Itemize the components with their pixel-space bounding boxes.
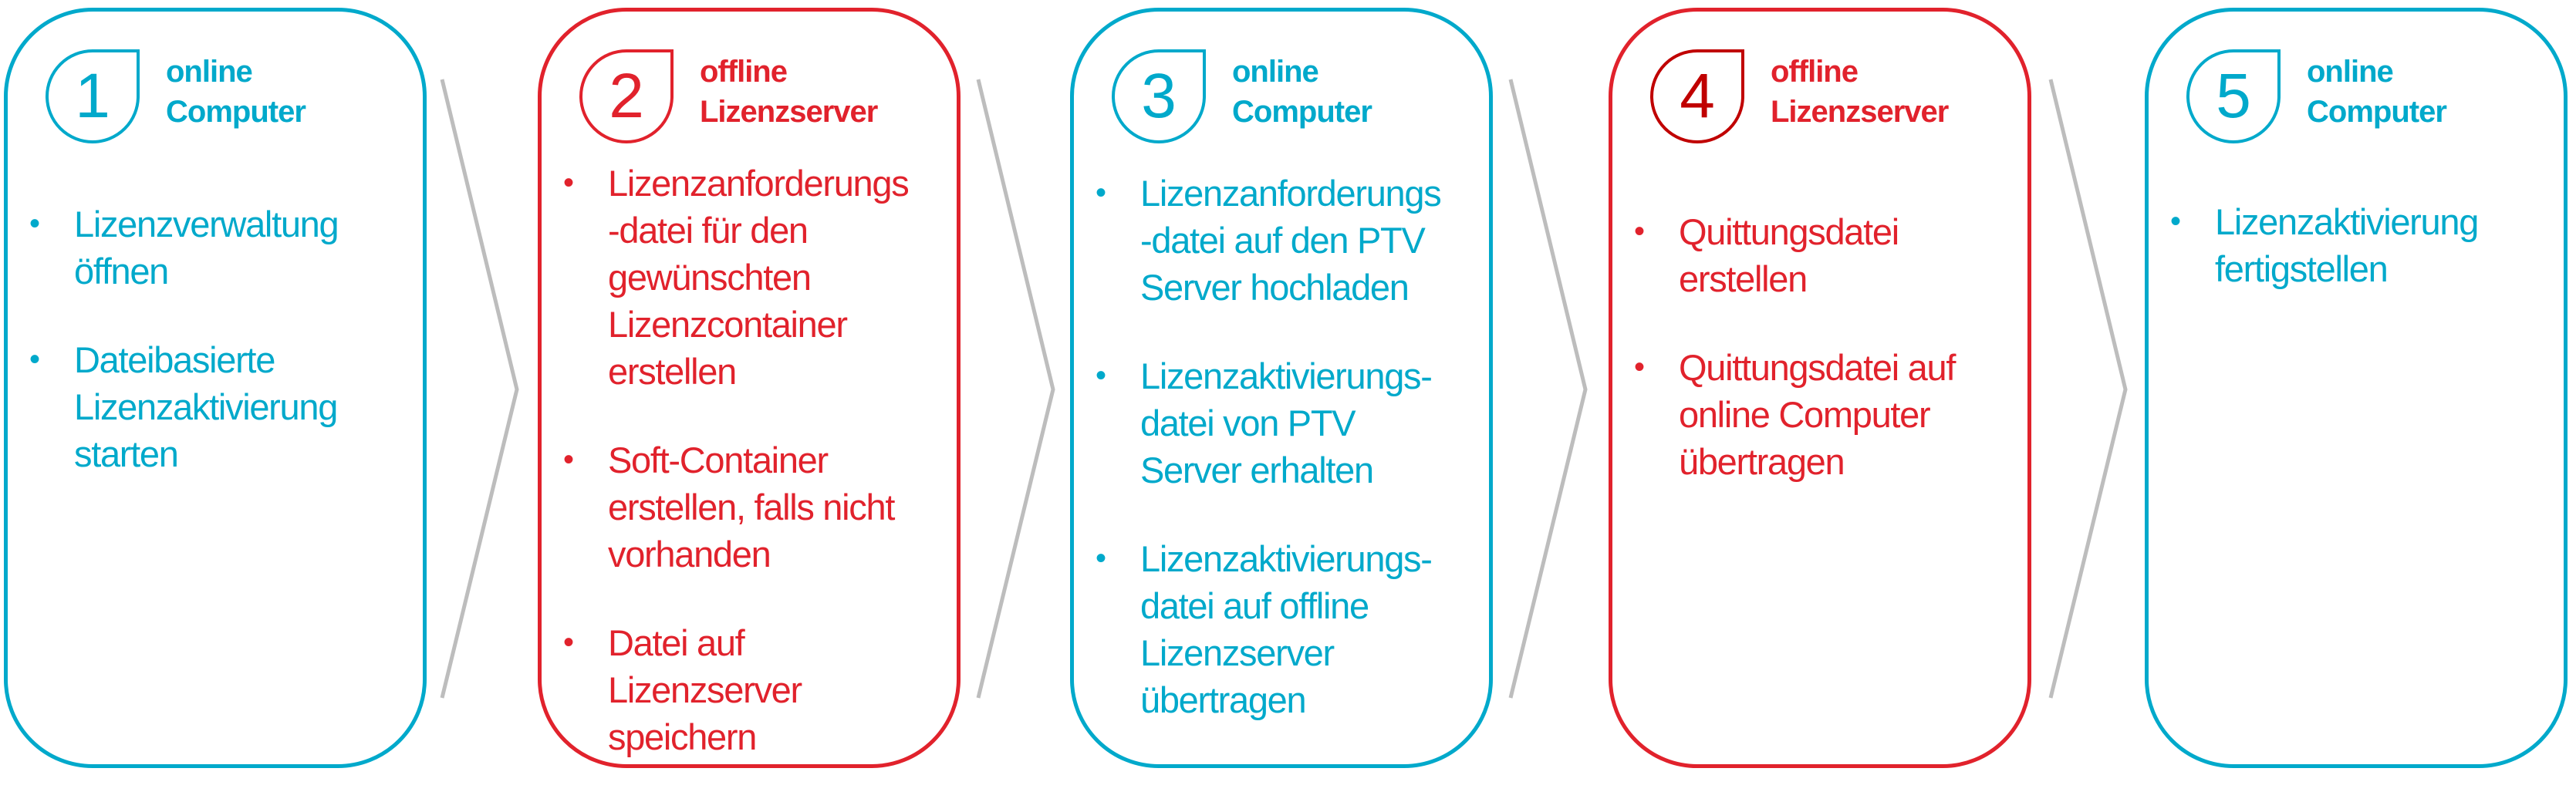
chevron-arrow-icon: [2048, 79, 2128, 699]
task-text: Lizenzaktivierungs- datei auf offline Li…: [1140, 538, 1433, 720]
task-item: • Lizenzaktivierung fertigstellen: [2170, 198, 2556, 292]
step-title: offline Lizenzserver: [1771, 52, 1949, 132]
step-number: 4: [1680, 61, 1715, 131]
bullet-icon: •: [1634, 214, 1645, 248]
step-task-list: • Lizenzaktivierung fertigstellen: [2170, 198, 2556, 334]
step-number-badge: 4: [1649, 49, 1745, 144]
step-number: 2: [609, 61, 644, 131]
step-title-line1: online: [166, 55, 253, 89]
chevron-arrow-icon: [1508, 79, 1588, 699]
chevron-arrow-icon: [440, 79, 519, 699]
task-item: • Lizenzaktivierungs- datei auf offline L…: [1096, 535, 1481, 723]
bullet-icon: •: [1096, 359, 1106, 393]
bullet-icon: •: [1096, 176, 1106, 210]
step-title-line2: Lizenzserver: [700, 95, 878, 129]
task-text: Lizenzanforderungs -datei auf den PTV Se…: [1140, 173, 1442, 308]
step-number-badge: 5: [2186, 49, 2281, 144]
task-text: Lizenzaktivierung fertigstellen: [2215, 201, 2479, 289]
step-title: online Computer: [2307, 52, 2447, 132]
step-title: offline Lizenzserver: [700, 52, 878, 132]
task-text: Lizenzverwaltung öffnen: [74, 204, 339, 291]
step-4-card: 4 offline Lizenzserver • Quittungsdatei e…: [1609, 8, 2031, 768]
teardrop-badge-icon: [579, 49, 674, 143]
bullet-icon: •: [563, 166, 574, 200]
task-text: Datei auf Lizenzserver speichern: [608, 622, 802, 757]
step-number-badge: 1: [45, 49, 140, 144]
step-title: online Computer: [1232, 52, 1372, 132]
step-number-badge: 3: [1111, 49, 1207, 144]
step-number: 3: [1141, 61, 1177, 131]
task-item: • Soft-Container erstellen, falls nicht v…: [563, 436, 949, 578]
step-title-line2: Computer: [2307, 95, 2447, 129]
step-1-card: 1 online Computer • Lizenzverwaltung öffn…: [4, 8, 427, 768]
step-task-list: • Quittungsdatei erstellen • Quittungsdate…: [1634, 208, 2020, 527]
task-text: Quittungsdatei auf online Computer übert…: [1679, 347, 1956, 482]
step-task-list: • Lizenzverwaltung öffnen • Dateibasierte …: [29, 200, 415, 519]
task-text: Quittungsdatei erstellen: [1679, 211, 1899, 299]
step-title-line2: Computer: [1232, 95, 1372, 129]
step-title-line1: offline: [1771, 55, 1859, 89]
task-item: • Lizenzanforderungs -datei auf den PTV S…: [1096, 170, 1481, 311]
task-item: • Datei auf Lizenzserver speichern: [563, 619, 949, 760]
teardrop-badge-icon: [1112, 49, 1206, 143]
step-number: 1: [75, 61, 110, 131]
step-title-line2: Computer: [166, 95, 306, 129]
step-number: 5: [2216, 61, 2251, 131]
teardrop-badge-icon: [1650, 49, 1744, 143]
chevron-arrow-icon: [976, 79, 1055, 699]
bullet-icon: •: [563, 625, 574, 659]
step-task-list: • Lizenzanforderungs -datei auf den PTV S…: [1096, 170, 1481, 765]
bullet-icon: •: [1096, 541, 1106, 575]
task-text: Dateibasierte Lizenzaktivierung starten: [74, 339, 338, 474]
step-title: online Computer: [166, 52, 306, 132]
teardrop-badge-icon: [2186, 49, 2281, 143]
step-title-line1: online: [1232, 55, 1319, 89]
bullet-icon: •: [29, 342, 40, 376]
task-item: • Lizenzverwaltung öffnen: [29, 200, 415, 295]
task-text: Lizenzanforderungs -datei für den gewüns…: [608, 163, 910, 392]
step-2-card: 2 offline Lizenzserver • Lizenzanforderun…: [538, 8, 961, 768]
task-item: • Quittungsdatei erstellen: [1634, 208, 2020, 302]
bullet-icon: •: [2170, 204, 2181, 238]
task-item: • Lizenzanforderungs -datei für den gewün…: [563, 160, 949, 395]
task-text: Soft-Container erstellen, falls nicht vo…: [608, 440, 895, 575]
bullet-icon: •: [1634, 350, 1645, 384]
step-5-card: 5 online Computer • Lizenzaktivierung fer…: [2145, 8, 2568, 768]
bullet-icon: •: [563, 443, 574, 477]
step-title-line2: Lizenzserver: [1771, 95, 1949, 129]
step-task-list: • Lizenzanforderungs -datei für den gewün…: [563, 160, 949, 802]
step-title-line1: offline: [700, 55, 788, 89]
task-text: Lizenzaktivierungs- datei von PTV Server…: [1140, 356, 1433, 490]
bullet-icon: •: [29, 207, 40, 241]
task-item: • Quittungsdatei auf online Computer über…: [1634, 344, 2020, 485]
step-3-card: 3 online Computer • Lizenzanforderungs -d…: [1070, 8, 1493, 768]
task-item: • Dateibasierte Lizenzaktivierung starten: [29, 336, 415, 477]
task-item: • Lizenzaktivierungs- datei von PTV Serve…: [1096, 352, 1481, 494]
step-number-badge: 2: [579, 49, 674, 144]
teardrop-badge-icon: [46, 49, 140, 143]
step-title-line1: online: [2307, 55, 2394, 89]
